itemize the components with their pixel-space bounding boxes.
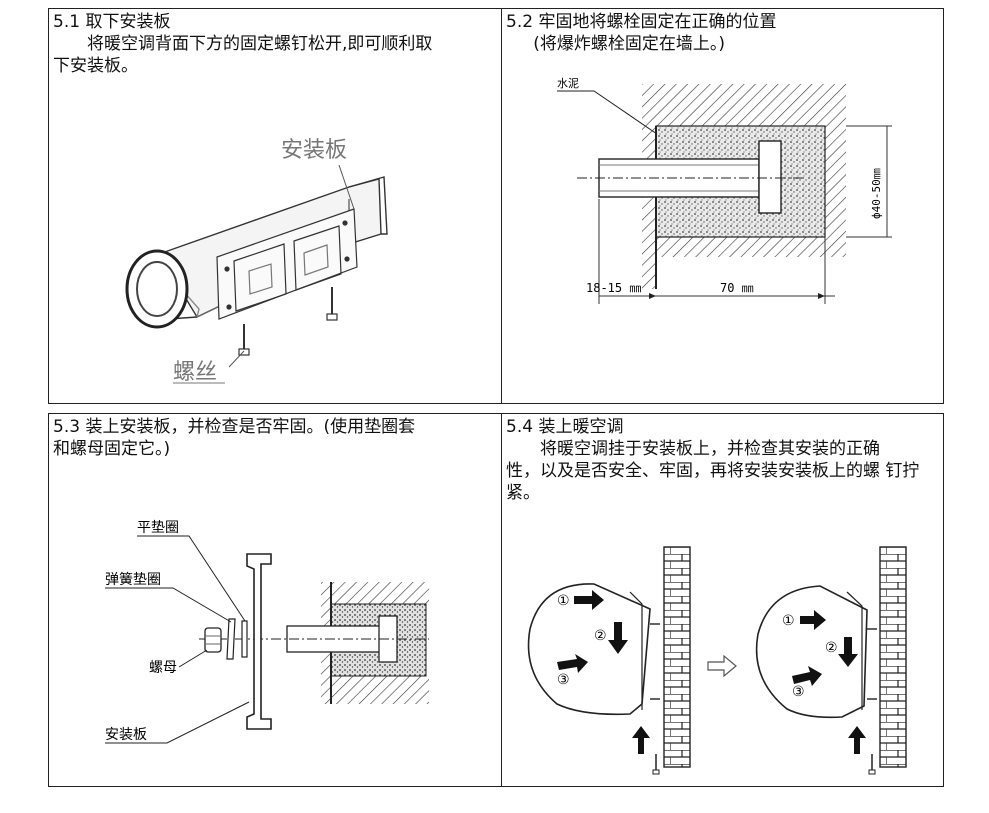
- panel-body-line: 将暖空调背面下方的固定螺钉松开,即可顺利取: [87, 34, 433, 54]
- screw-label: 螺丝: [173, 360, 217, 385]
- arrow-down-icon: [608, 622, 628, 654]
- leader-line: [105, 701, 250, 744]
- flat-washer-label: 平垫圈: [137, 520, 179, 536]
- arrow-right-icon: [557, 654, 588, 673]
- next-step-arrow-icon: [707, 654, 737, 678]
- step-1-marker: ①: [557, 593, 570, 609]
- screw-right: [868, 754, 876, 775]
- leader-line: [557, 90, 658, 135]
- heater-right: [755, 585, 877, 719]
- panel-title: 5.4 装上暖空调: [506, 417, 624, 437]
- spring-washer-label: 弹簧垫圈: [105, 572, 161, 588]
- bolt: [199, 615, 429, 663]
- panel-text: 5.3 装上安装板，并检查是否牢固。(使用垫圈套 和螺母固定它。): [53, 416, 498, 460]
- leader-line: [228, 350, 245, 368]
- panel-text: 5.2 牢固地将螺栓固定在正确的位置 (将爆炸螺栓固定在墙上。): [506, 11, 939, 55]
- mounting-plate: [216, 208, 358, 320]
- heater-left: [527, 583, 660, 716]
- leader-line: [137, 535, 246, 622]
- nut-label: 螺母: [149, 660, 177, 676]
- arrow-right-icon: [574, 590, 604, 610]
- arrowhead: [818, 293, 825, 299]
- mounting-plate-bracket: [246, 553, 272, 730]
- panel-fix-bolt: 5.2 牢固地将螺栓固定在正确的位置 (将爆炸螺栓固定在墙上。): [501, 8, 944, 404]
- panel-title: 5.3 装上安装板，并检查是否牢固。(使用垫圈套: [53, 417, 416, 437]
- brick-wall-left: [663, 546, 691, 768]
- mounting-plate-label: 安装板: [105, 727, 147, 743]
- diameter-dimension: ф40-50㎜: [870, 168, 883, 219]
- nut: [204, 627, 222, 653]
- arrow-right-icon: [792, 666, 822, 686]
- panel-title: 5.2 牢固地将螺栓固定在正确的位置: [506, 12, 777, 32]
- expansion-bolt: [577, 140, 802, 214]
- heater-mounting-plate-figure: 安装板 螺丝: [125, 138, 388, 385]
- panel-body-line: 将暖空调挂于安装板上，并检查其安装的正确: [540, 439, 880, 459]
- dimension-right: 70 ㎜: [720, 281, 754, 295]
- dimension-left: 18-15 ㎜: [586, 281, 641, 295]
- panel-hang-heater: 5.4 装上暖空调 将暖空调挂于安装板上，并检查其安装的正确 性，以及是否安全、…: [501, 413, 944, 787]
- arrowhead: [649, 293, 656, 299]
- arrow-right-icon: [800, 610, 826, 630]
- arrow-up-icon: [848, 726, 866, 754]
- panel-body-line: 钉拧紧。: [506, 461, 920, 503]
- hang-heater-steps-figure: ① ② ③ ①: [527, 546, 907, 775]
- leader-line: [105, 587, 232, 623]
- step-3-marker: ③: [557, 672, 570, 688]
- step-2-marker: ②: [594, 628, 607, 644]
- panel-text: 5.4 装上暖空调 将暖空调挂于安装板上，并检查其安装的正确 性，以及是否安全、…: [506, 416, 939, 504]
- panel-remove-mounting-plate: 5.1 取下安装板 将暖空调背面下方的固定螺钉松开,即可顺利取 下安装板。: [48, 8, 503, 404]
- panel-body-line: 性，以及是否安全、牢固，再将安装安装板上的螺: [506, 461, 880, 481]
- leader-line: [338, 164, 355, 210]
- screw-left: [238, 324, 250, 356]
- screw-left: [652, 754, 660, 775]
- step-2-marker: ②: [825, 640, 838, 656]
- panel-body-line: 和螺母固定它。): [53, 439, 171, 459]
- step-3-marker: ③: [792, 684, 805, 700]
- arrow-down-icon: [838, 637, 858, 667]
- bolt-wall-section-figure: 水泥 ф40-50㎜ 18-15 ㎜ 70 ㎜: [557, 77, 892, 304]
- panel-title: 5.1 取下安装板: [53, 12, 171, 32]
- step-1-marker: ①: [782, 613, 795, 629]
- mounting-plate-label: 安装板: [281, 138, 347, 163]
- panel-text: 5.1 取下安装板 将暖空调背面下方的固定螺钉松开,即可顺利取 下安装板。: [53, 11, 498, 77]
- leader-line: [178, 649, 208, 668]
- brick-wall-right: [879, 546, 907, 768]
- panel-body-line: (将爆炸螺栓固定在墙上。): [533, 34, 725, 54]
- screw-right: [326, 287, 338, 321]
- spring-washer: [226, 618, 236, 660]
- flat-washer: [241, 620, 248, 658]
- panel-body-line: 下安装板。: [53, 56, 138, 76]
- panel-install-plate: 5.3 装上安装板，并检查是否牢固。(使用垫圈套 和螺母固定它。): [48, 413, 503, 787]
- arrow-up-icon: [632, 726, 650, 754]
- cement-label: 水泥: [557, 77, 579, 90]
- washer-nut-assembly-figure: 平垫圈 弹簧垫圈 螺母 安装板: [105, 520, 429, 744]
- heater-end-cap: [125, 249, 189, 329]
